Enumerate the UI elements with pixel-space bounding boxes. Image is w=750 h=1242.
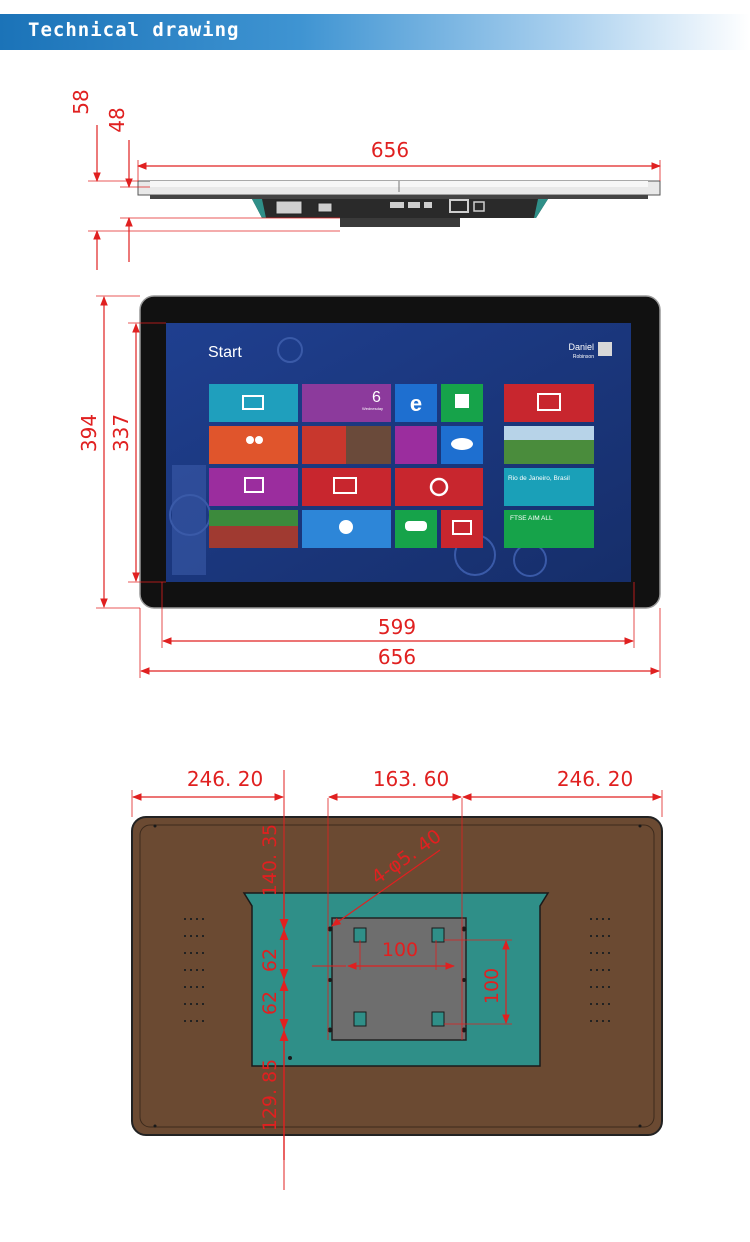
- back-left-margin-label: 246. 20: [187, 767, 263, 791]
- headphones-icon: [429, 477, 449, 497]
- camera-icon: [452, 520, 472, 535]
- side-width-label: 656: [371, 138, 409, 162]
- back-bottom-offset-label: 129. 85: [259, 1059, 281, 1132]
- front-view: Start Daniel Robinson 6 Wednesday e: [77, 295, 661, 678]
- ie-icon: e: [410, 391, 422, 416]
- tile-video: [302, 468, 391, 506]
- cloud-icon: [451, 438, 473, 450]
- finance-title: FTSE AIM ALL: [510, 515, 553, 522]
- tile-calendar: [302, 384, 391, 422]
- back-center-width-label: 163. 60: [373, 767, 449, 791]
- vesa-plate: [331, 917, 467, 1041]
- screen-user-name: Daniel: [568, 342, 594, 352]
- tile-people: [209, 426, 298, 464]
- back-top-offset-label: 140. 35: [259, 824, 281, 897]
- left-vent: [184, 918, 204, 1022]
- tile-mail: [209, 384, 298, 422]
- tile-finance: [504, 510, 594, 548]
- travel-caption: Rio de Janeiro, Brasil: [508, 475, 570, 482]
- side-depth-body-label: 48: [105, 107, 129, 132]
- tile-music: [395, 468, 483, 506]
- back-vesa-vertical-label: 100: [481, 968, 503, 1004]
- section-title: Technical drawing: [28, 19, 240, 41]
- gamepad-icon: [405, 521, 427, 531]
- news-icon: [537, 393, 561, 411]
- sun-icon: [339, 520, 353, 534]
- section-header-bar: Technical drawing: [0, 14, 750, 50]
- side-depth-total-label: 58: [69, 89, 93, 114]
- back-view: 246. 20 163. 60 246. 20 140. 35 62 62 12…: [131, 767, 663, 1190]
- tile-travel: [504, 468, 594, 506]
- front-width-screen-label: 599: [378, 615, 416, 639]
- front-height-screen-label: 337: [109, 414, 133, 452]
- side-view: 58 48 656: [69, 89, 661, 270]
- play-icon: [333, 477, 357, 494]
- mail-icon: [242, 395, 264, 410]
- tile-maps: [395, 426, 437, 464]
- message-icon: [244, 477, 264, 493]
- front-width-total-label: 656: [378, 645, 416, 669]
- people-icon: [246, 436, 254, 444]
- avatar: [598, 342, 612, 356]
- tile-messaging: [209, 468, 298, 506]
- calendar-day-label: Wednesday: [362, 406, 383, 411]
- back-lower-half-label: 62: [259, 991, 281, 1015]
- screen-start-label: Start: [208, 344, 242, 361]
- tile-internet-explorer: [395, 384, 437, 422]
- screen-user-sub: Robinson: [573, 354, 594, 360]
- right-vent: [590, 918, 610, 1022]
- tile-news: [504, 384, 594, 422]
- store-icon: [455, 394, 469, 408]
- calendar-date-number: 6: [372, 389, 381, 406]
- tile-camera: [441, 510, 483, 548]
- back-upper-half-label: 62: [259, 948, 281, 972]
- front-height-total-label: 394: [77, 414, 101, 452]
- back-right-margin-label: 246. 20: [557, 767, 633, 791]
- back-vesa-horizontal-label: 100: [382, 939, 418, 961]
